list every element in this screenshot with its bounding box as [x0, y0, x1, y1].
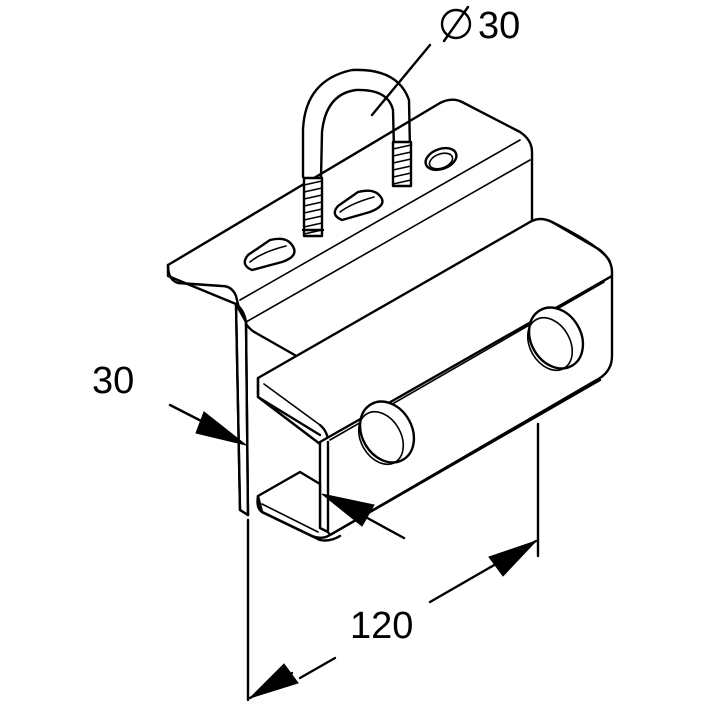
u-bolt [301, 68, 413, 238]
thread-right [391, 140, 413, 188]
length-dimension: 120 [246, 422, 540, 702]
diameter-dimension: 30 [370, 5, 520, 117]
arrow-length-left [249, 663, 299, 699]
side-plate [234, 302, 250, 517]
side-dimension: 30 [92, 360, 406, 540]
arrow-right-lower [321, 493, 375, 527]
arrow-length-right [488, 540, 537, 577]
channel-holes [357, 306, 585, 466]
top-plate-holes [243, 146, 458, 272]
diameter-value: 30 [478, 5, 520, 47]
length-value: 120 [350, 605, 413, 647]
thread-left [301, 176, 325, 238]
arrow-left-upper [195, 411, 247, 446]
side-value: 30 [92, 360, 134, 402]
